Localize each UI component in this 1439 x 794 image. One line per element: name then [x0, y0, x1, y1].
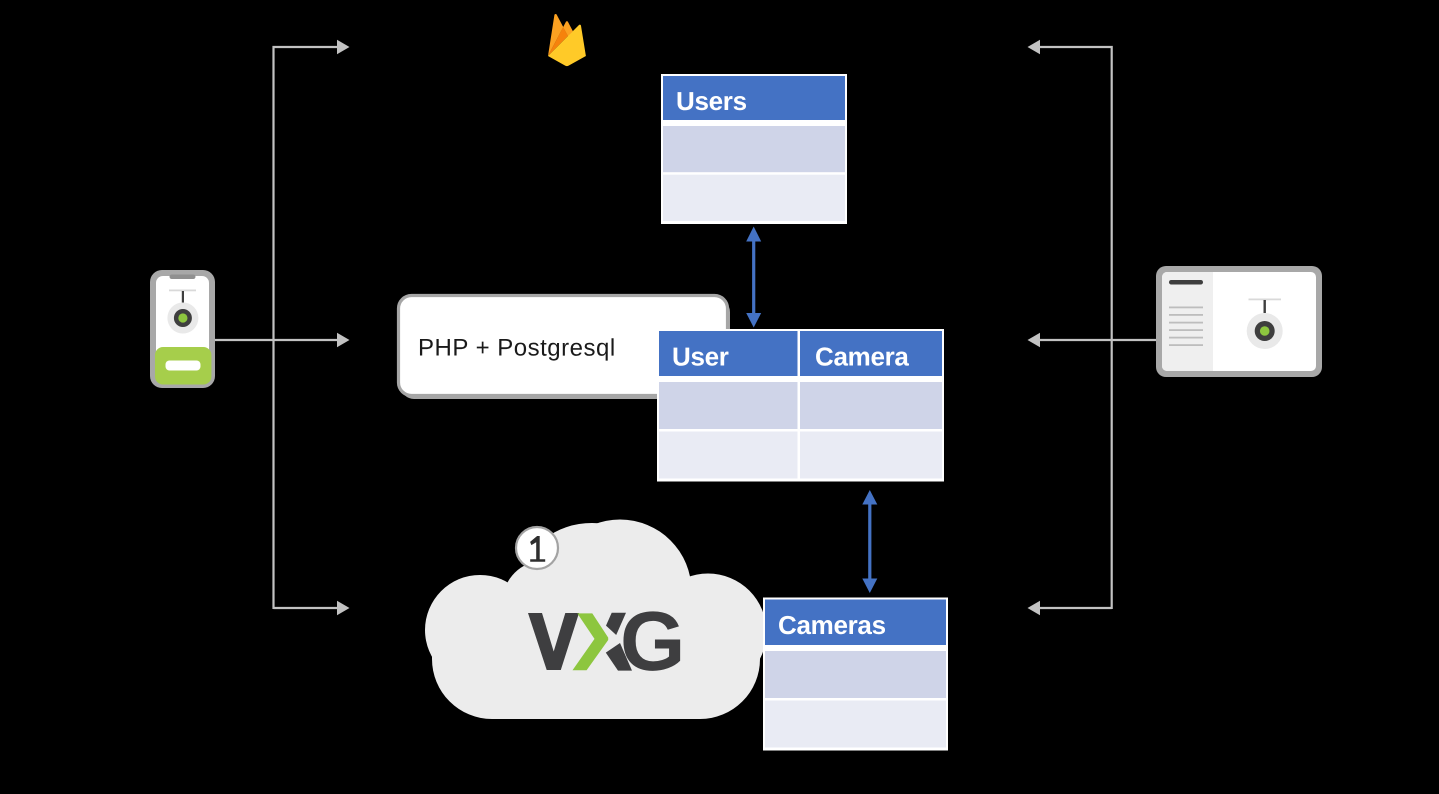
svg-text:G: G	[620, 594, 685, 688]
svg-text:User: User	[672, 342, 729, 372]
svg-text:Users: Users	[676, 86, 747, 116]
svg-text:Cameras: Cameras	[778, 610, 886, 640]
svg-text:PHP + Postgresql: PHP + Postgresql	[418, 335, 616, 362]
svg-text:Camera: Camera	[815, 342, 909, 372]
